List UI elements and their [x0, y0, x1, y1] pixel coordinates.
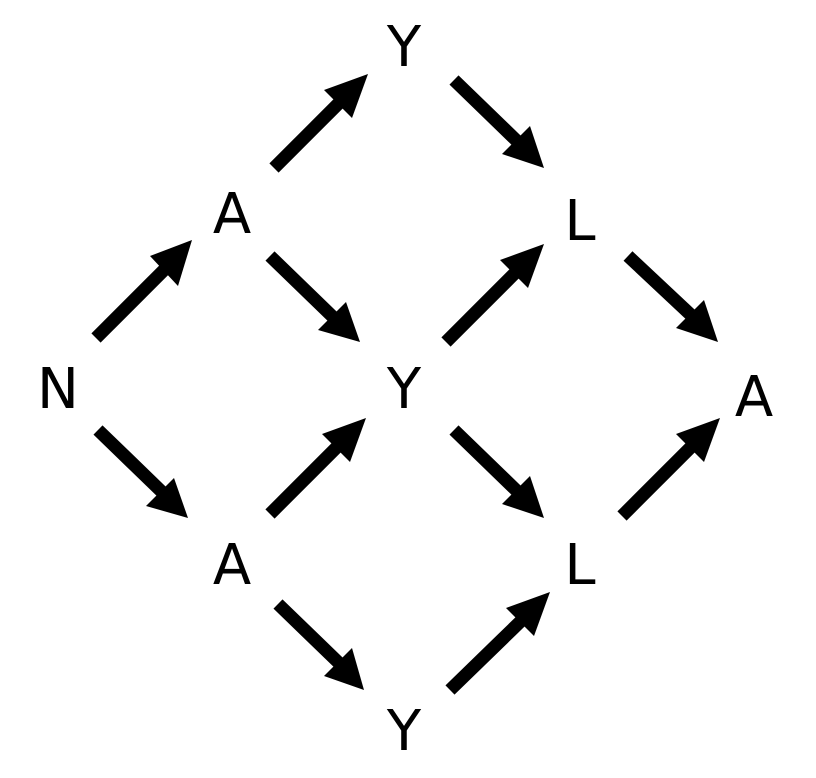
arrow-l-top-to-a-end	[623, 251, 718, 342]
arrow-a-bottom-to-y-mid	[265, 418, 366, 519]
arrow-y-mid-to-l-top	[441, 244, 544, 347]
node-y-bottom: Y	[386, 699, 422, 764]
node-l-bottom: L	[564, 533, 595, 598]
arrow-y-mid-to-l-bottom	[449, 425, 544, 518]
node-a-end: A	[735, 365, 773, 430]
node-a-top: A	[213, 182, 251, 247]
node-y-top: Y	[386, 15, 422, 80]
node-l-top: L	[564, 189, 595, 254]
arrow-a-top-to-y-top	[269, 74, 368, 173]
node-a-bottom: A	[213, 533, 251, 598]
arrow-n-to-a-top	[91, 240, 192, 343]
arrow-y-bottom-to-l-bottom	[445, 592, 550, 695]
arrow-n-to-a-bottom	[93, 425, 188, 518]
nodes: N A A Y Y Y L L A	[37, 15, 773, 764]
arrow-l-bottom-to-a-end	[617, 418, 720, 521]
arrow-y-top-to-l-top	[449, 75, 544, 168]
arrow-a-bottom-to-y-bottom	[273, 599, 364, 690]
arrow-a-top-to-y-mid	[265, 251, 360, 342]
edges	[91, 74, 720, 695]
node-y-mid: Y	[386, 357, 422, 422]
node-n: N	[37, 357, 79, 422]
